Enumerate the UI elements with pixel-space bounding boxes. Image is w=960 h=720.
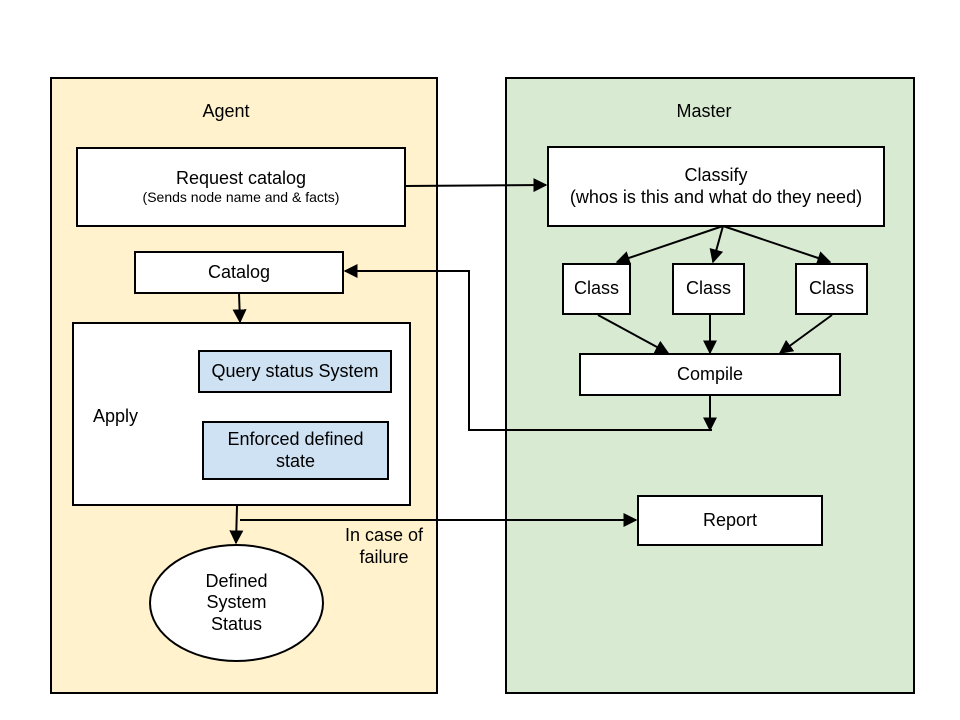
catalog-box: Catalog (134, 251, 344, 294)
master-title: Master (676, 101, 732, 121)
defined-status-line-2: System (206, 592, 267, 613)
compile-box: Compile (579, 353, 841, 396)
arrow-compile-to-catalog (343, 264, 712, 431)
classify-title: Classify (684, 164, 748, 185)
arrow-apply-to-defined-status (229, 505, 244, 545)
classify-box: Classify (whos is this and what do they … (547, 146, 885, 227)
failure-note-line-2: failure (359, 546, 409, 567)
arrow-classify-to-class-1 (615, 225, 724, 265)
class-label-1: Class (573, 278, 619, 299)
catalog-label: Catalog (207, 261, 271, 282)
query-status-box: Query status System (198, 350, 392, 393)
arrow-class-3-to-compile (778, 314, 833, 354)
arrow-classify-to-class-3 (722, 225, 832, 265)
class-box-1: Class (562, 263, 631, 315)
query-status-label: Query status System (211, 360, 379, 381)
arrow-classify-to-class-2 (709, 225, 724, 264)
enforced-state-box: Enforced defined state (202, 421, 389, 480)
failure-note: In case of failure (324, 525, 444, 568)
enforced-state-line-1: Enforced defined (227, 428, 364, 449)
class-box-3: Class (795, 263, 868, 315)
class-box-2: Class (672, 263, 745, 315)
agent-title: Agent (202, 101, 250, 121)
enforced-state-line-2: state (275, 450, 316, 471)
arrow-request-to-classify (404, 178, 548, 193)
compile-label: Compile (676, 363, 744, 384)
request-catalog-box: Request catalog (Sends node name and & f… (76, 147, 406, 227)
arrow-class-1-to-compile (597, 314, 670, 354)
arrow-catalog-to-apply (232, 292, 247, 324)
classify-subtitle: (whos is this and what do they need) (569, 186, 863, 207)
class-label-2: Class (685, 278, 731, 299)
report-label: Report (702, 509, 758, 530)
apply-label: Apply (93, 406, 139, 426)
request-catalog-title: Request catalog (175, 167, 307, 188)
class-label-3: Class (808, 278, 854, 299)
defined-system-status-node: Defined System Status (149, 544, 324, 662)
defined-status-line-1: Defined (205, 570, 268, 591)
defined-status-line-3: Status (210, 613, 263, 634)
request-catalog-subtitle: (Sends node name and & facts) (142, 189, 340, 206)
report-box: Report (637, 495, 823, 546)
failure-note-line-1: In case of (344, 525, 424, 545)
